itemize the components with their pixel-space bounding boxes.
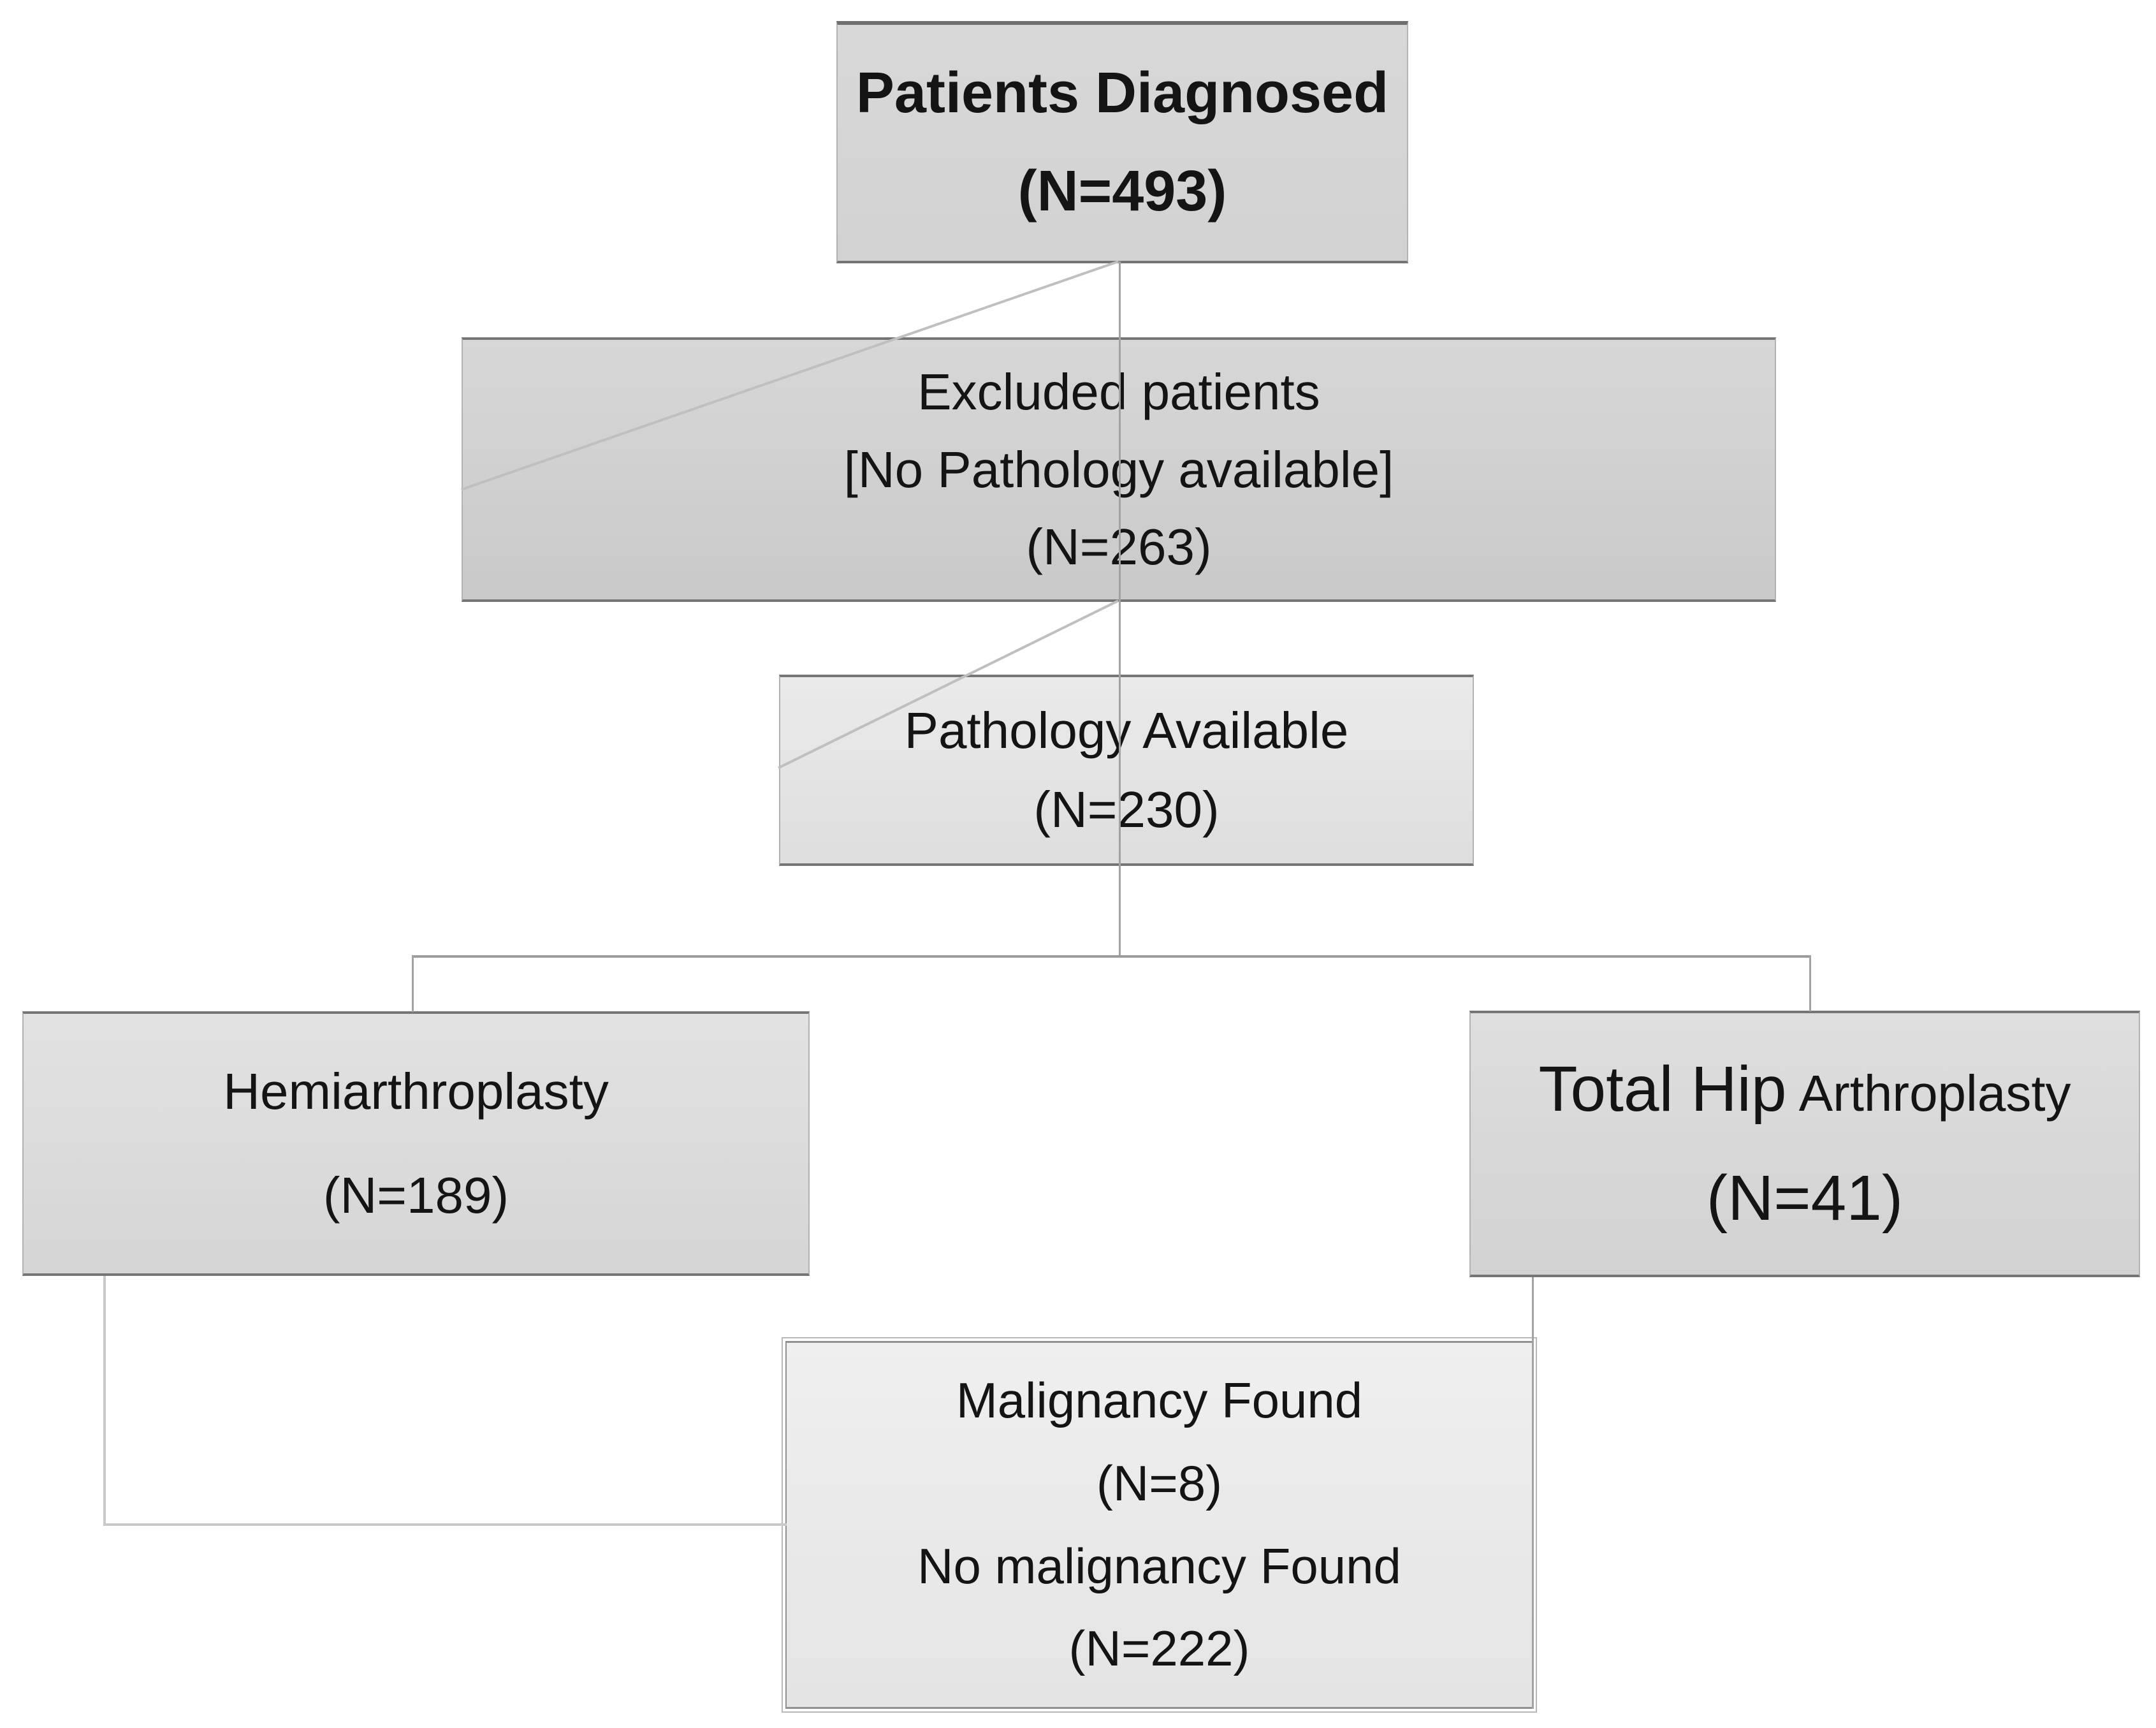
node-title: Patients Diagnosed (856, 61, 1389, 126)
node-no-malignancy-count: (N=222) (1068, 1620, 1250, 1677)
connector-branch-horizontal (412, 955, 1811, 958)
node-title: Hemiarthroplasty (223, 1063, 609, 1120)
node-no-malignancy-label: No malignancy Found (917, 1537, 1401, 1594)
node-pathology-available: Pathology Available (N=230) (779, 675, 1474, 866)
node-malignancy-found-label: Malignancy Found (956, 1372, 1363, 1429)
connector-branch-right-drop (1809, 956, 1811, 1011)
node-count: (N=41) (1706, 1162, 1904, 1234)
node-title-primary: Total Hip (1538, 1053, 1787, 1125)
node-malignancy-found-count: (N=8) (1096, 1454, 1223, 1511)
node-patients-diagnosed: Patients Diagnosed (N=493) (836, 21, 1408, 263)
connector-tha-drop (1532, 1277, 1534, 1709)
node-title-secondary: Arthroplasty (1798, 1065, 2071, 1122)
node-hemiarthroplasty: Hemiarthroplasty (N=189) (22, 1011, 810, 1276)
connector-center-spine (1119, 261, 1121, 958)
node-count: (N=493) (1017, 159, 1227, 224)
connector-branch-left-drop (412, 956, 414, 1012)
connector-hemi-elbow-horizontal (103, 1523, 787, 1526)
node-title: Pathology Available (904, 702, 1349, 759)
node-count: (N=230) (1033, 781, 1220, 838)
node-pathology-outcome: Malignancy Found (N=8) No malignancy Fou… (782, 1337, 1537, 1713)
connector-hemi-elbow-vertical (103, 1276, 106, 1525)
node-count: (N=189) (323, 1166, 509, 1224)
